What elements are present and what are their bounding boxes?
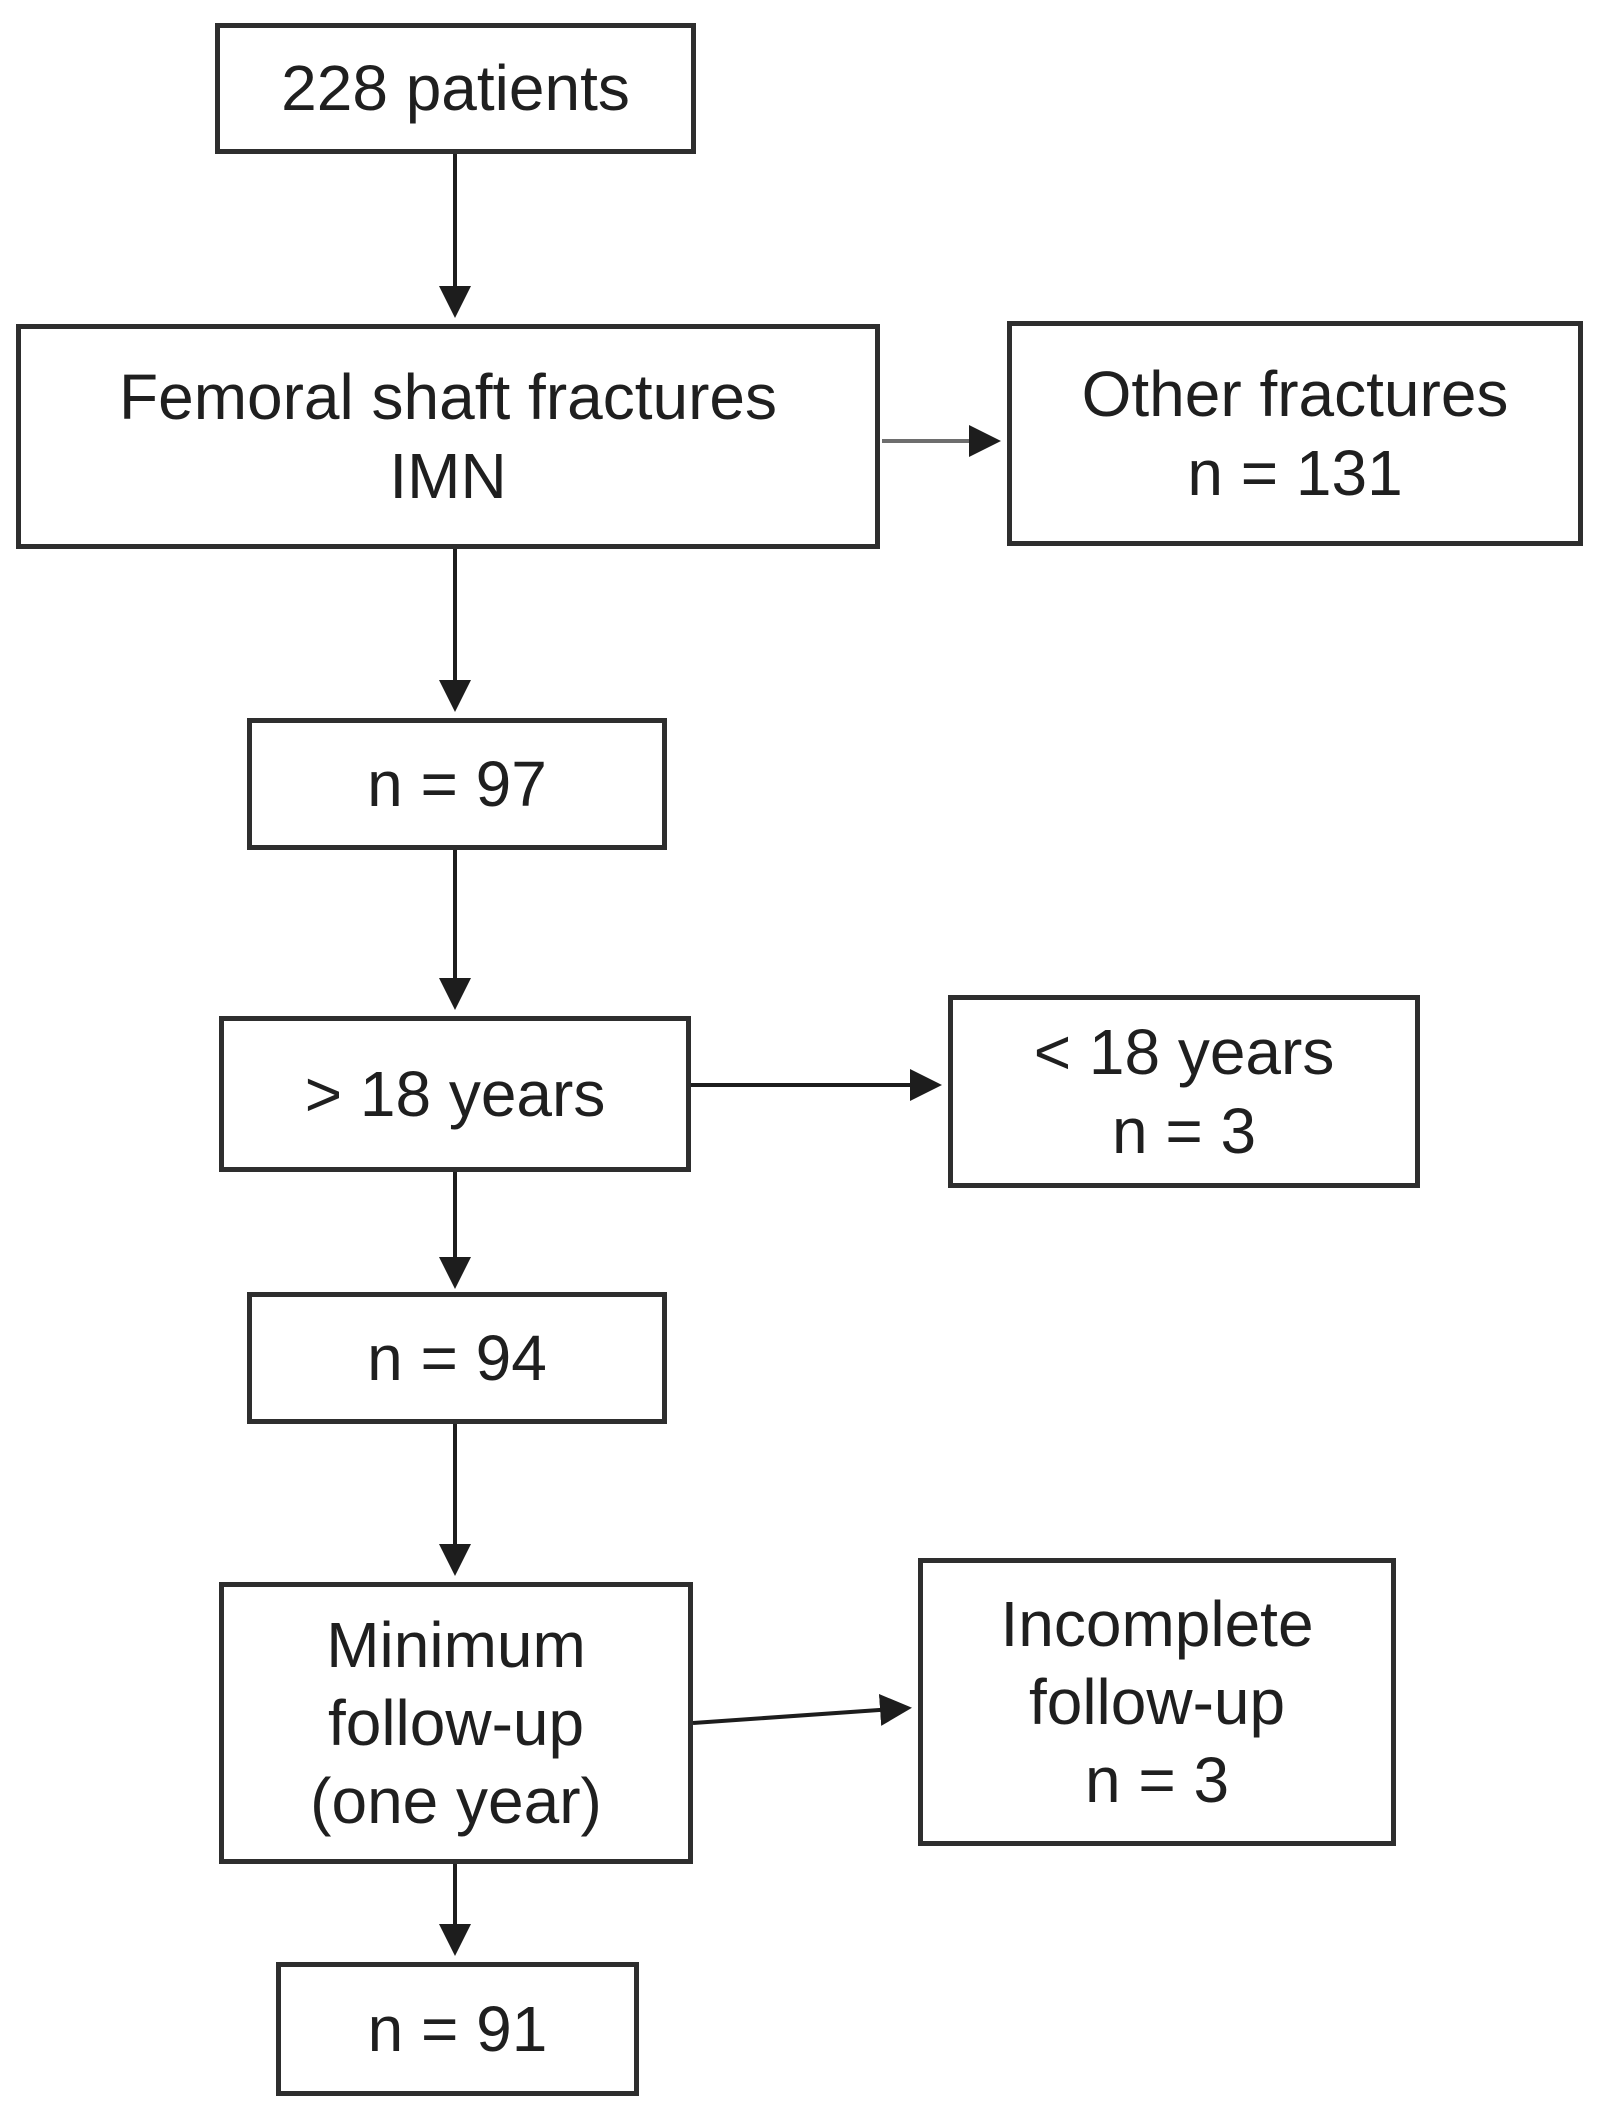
arrow-min-followup-to-incomplete-followup (692, 1693, 912, 1726)
node-incomplete-follow-up: Incomplete follow-up n = 3 (918, 1558, 1396, 1846)
node-incomplete-follow-up-label: Incomplete follow-up n = 3 (1000, 1587, 1314, 1817)
node-n-97: n = 97 (247, 718, 667, 850)
node-femoral-label: Femoral shaft fractures IMN (119, 361, 777, 512)
node-228-patients-label: 228 patients (281, 52, 630, 125)
node-minimum-follow-up-label: Minimum follow-up (one year) (310, 1608, 602, 1838)
node-n-94: n = 94 (247, 1292, 667, 1424)
node-other-fractures: Other fractures n = 131 (1007, 321, 1583, 546)
node-228-patients: 228 patients (215, 23, 696, 154)
node-over-18-years-label: > 18 years (304, 1057, 606, 1130)
node-under-18-years: < 18 years n = 3 (948, 995, 1420, 1188)
node-under-18-years-label: < 18 years n = 3 (1033, 1016, 1335, 1167)
node-n-91: n = 91 (276, 1962, 639, 2096)
node-n-91-label: n = 91 (367, 1992, 548, 2065)
node-over-18-years: > 18 years (219, 1016, 691, 1172)
node-n-94-label: n = 94 (367, 1321, 547, 1394)
node-femoral-shaft-fractures-imn: Femoral shaft fractures IMN (16, 324, 880, 549)
node-other-fractures-label: Other fractures n = 131 (1081, 358, 1509, 509)
node-n-97-label: n = 97 (367, 747, 547, 820)
node-minimum-follow-up: Minimum follow-up (one year) (219, 1582, 693, 1864)
